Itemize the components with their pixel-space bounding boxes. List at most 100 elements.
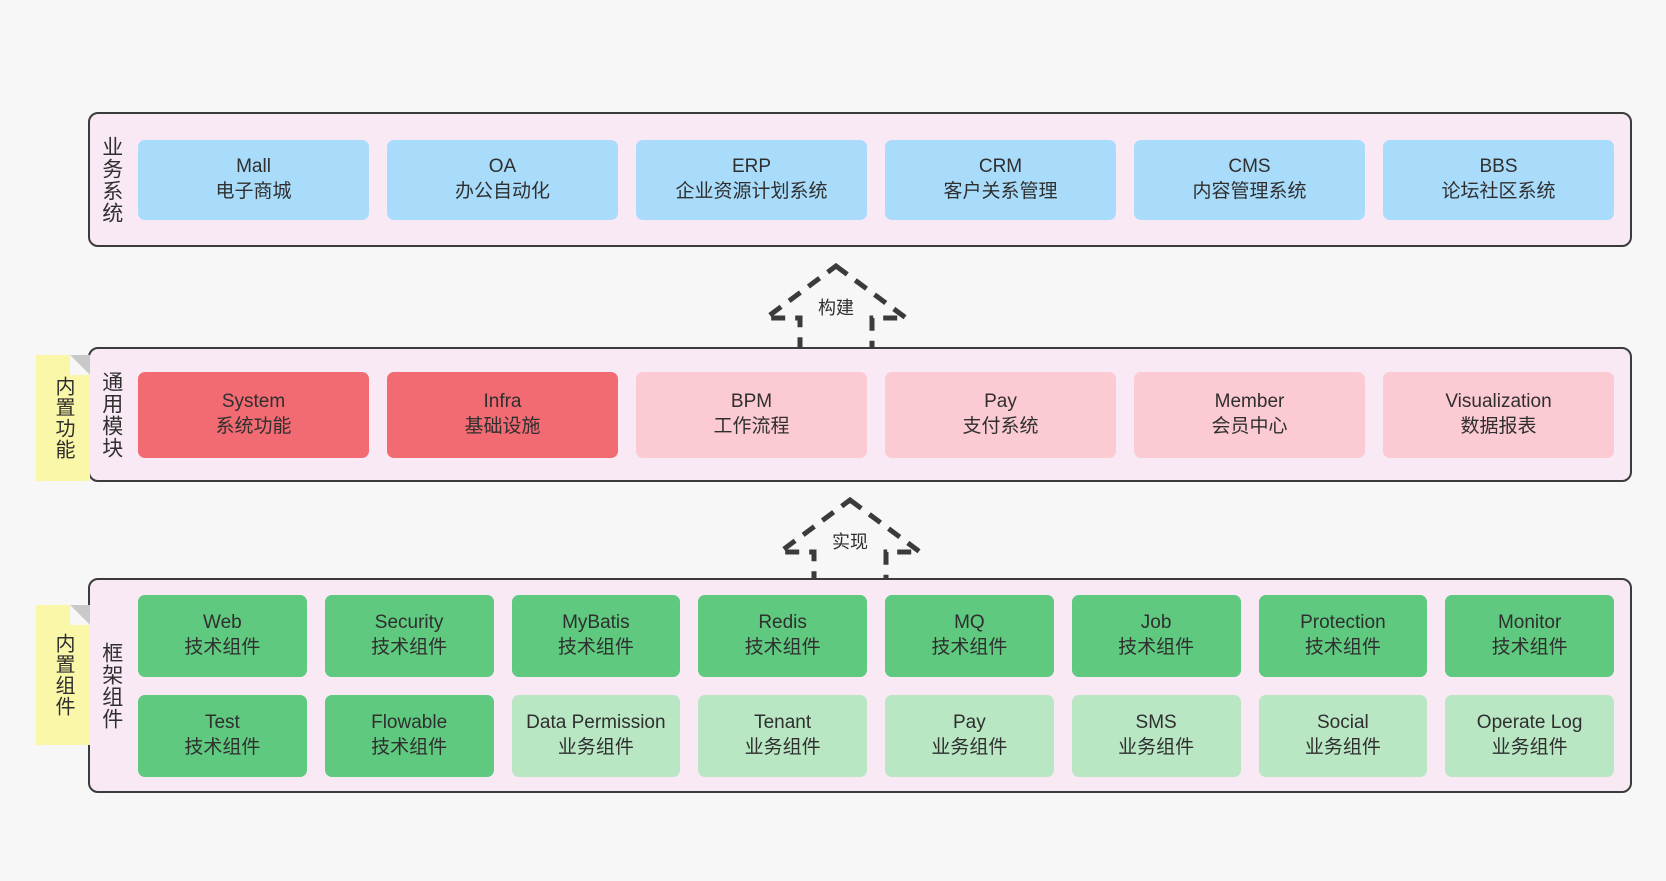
band-body-common-modules: System 系统功能 Infra 基础设施 BPM 工作流程 Pay 支付系统… xyxy=(132,349,1630,480)
card-monitor[interactable]: Monitor 技术组件 xyxy=(1445,594,1614,677)
card-erp[interactable]: ERP 企业资源计划系统 xyxy=(636,139,867,220)
card-flowable[interactable]: Flowable 技术组件 xyxy=(324,694,494,777)
card-pay-component[interactable]: Pay 业务组件 xyxy=(885,694,1054,777)
card-title: Infra xyxy=(483,391,522,413)
card-system[interactable]: System 系统功能 xyxy=(138,371,369,458)
card-subtitle: 技术组件 xyxy=(931,636,1008,658)
card-title: OA xyxy=(488,156,517,178)
card-subtitle: 业务组件 xyxy=(1491,736,1568,758)
card-pay-module[interactable]: Pay 支付系统 xyxy=(885,371,1116,458)
sticky-note-builtin-components: 内置组件 xyxy=(36,605,90,745)
card-title: Security xyxy=(374,612,444,634)
card-title: System xyxy=(221,391,286,413)
card-title: Social xyxy=(1317,712,1369,734)
sticky-note-label: 内置组件 xyxy=(52,633,74,717)
arrow-implement: 实现 xyxy=(770,492,930,592)
card-title: CRM xyxy=(978,156,1023,178)
card-tenant[interactable]: Tenant 业务组件 xyxy=(698,694,867,777)
card-row: Mall 电子商城 OA 办公自动化 ERP 企业资源计划系统 CRM 客户关系… xyxy=(138,139,1614,220)
card-subtitle: 办公自动化 xyxy=(454,180,550,202)
card-subtitle: 技术组件 xyxy=(371,736,448,758)
card-title: Pay xyxy=(953,712,986,734)
band-label-framework-components: 框架组件 xyxy=(99,641,123,730)
card-infra[interactable]: Infra 基础设施 xyxy=(387,371,618,458)
card-subtitle: 支付系统 xyxy=(962,415,1039,437)
card-title: CMS xyxy=(1228,156,1271,178)
arrow-implement-label: 实现 xyxy=(829,528,871,554)
band-label-business-systems: 业务系统 xyxy=(99,135,123,224)
arrow-build-label: 构建 xyxy=(815,294,857,320)
card-subtitle: 业务组件 xyxy=(1118,736,1195,758)
card-web[interactable]: Web 技术组件 xyxy=(138,594,307,677)
band-body-framework-components: Web 技术组件 Security 技术组件 MyBatis 技术组件 Redi… xyxy=(132,580,1630,791)
card-subtitle: 内容管理系统 xyxy=(1192,180,1307,202)
card-operate-log[interactable]: Operate Log 业务组件 xyxy=(1445,694,1614,777)
card-crm[interactable]: CRM 客户关系管理 xyxy=(885,139,1116,220)
card-subtitle: 技术组件 xyxy=(744,636,821,658)
card-visualization[interactable]: Visualization 数据报表 xyxy=(1383,371,1614,458)
card-data-permission[interactable]: Data Permission 业务组件 xyxy=(511,694,681,777)
arrow-build-shape xyxy=(758,262,914,358)
card-sms[interactable]: SMS 业务组件 xyxy=(1071,694,1241,777)
card-title: Web xyxy=(203,612,242,634)
card-subtitle: 基础设施 xyxy=(464,415,541,437)
card-title: Redis xyxy=(758,612,807,634)
card-mall[interactable]: Mall 电子商城 xyxy=(138,139,369,220)
card-subtitle: 业务组件 xyxy=(744,736,821,758)
band-common-modules: 通用模块 System 系统功能 Infra 基础设施 BPM 工作流程 Pay… xyxy=(88,347,1632,482)
card-subtitle: 技术组件 xyxy=(1491,636,1568,658)
card-protection[interactable]: Protection 技术组件 xyxy=(1258,594,1428,677)
card-title: BPM xyxy=(730,391,773,413)
card-mybatis[interactable]: MyBatis 技术组件 xyxy=(511,594,681,677)
sticky-note-label: 内置功能 xyxy=(52,376,74,460)
band-framework-components: 框架组件 Web 技术组件 Security 技术组件 MyBatis 技术组件… xyxy=(88,578,1632,793)
card-subtitle: 论坛社区系统 xyxy=(1441,180,1556,202)
card-subtitle: 工作流程 xyxy=(713,415,790,437)
card-row: Web 技术组件 Security 技术组件 MyBatis 技术组件 Redi… xyxy=(138,594,1614,677)
card-title: Data Permission xyxy=(526,712,666,734)
card-title: Pay xyxy=(984,391,1017,413)
card-subtitle: 会员中心 xyxy=(1211,415,1288,437)
card-title: Mall xyxy=(236,156,271,178)
card-title: BBS xyxy=(1479,156,1518,178)
card-cms[interactable]: CMS 内容管理系统 xyxy=(1134,139,1365,220)
band-business-systems: 业务系统 Mall 电子商城 OA 办公自动化 ERP 企业资源计划系统 CRM… xyxy=(88,112,1632,247)
card-row: Test 技术组件 Flowable 技术组件 Data Permission … xyxy=(138,694,1614,777)
card-bbs[interactable]: BBS 论坛社区系统 xyxy=(1383,139,1614,220)
card-subtitle: 技术组件 xyxy=(557,636,634,658)
card-oa[interactable]: OA 办公自动化 xyxy=(387,139,618,220)
card-bpm[interactable]: BPM 工作流程 xyxy=(636,371,867,458)
card-title: Member xyxy=(1214,391,1285,413)
card-title: SMS xyxy=(1135,712,1177,734)
card-subtitle: 电子商城 xyxy=(215,180,292,202)
card-title: MyBatis xyxy=(562,612,630,634)
card-redis[interactable]: Redis 技术组件 xyxy=(698,594,867,677)
card-subtitle: 技术组件 xyxy=(184,736,261,758)
card-title: Flowable xyxy=(371,712,448,734)
card-title: Tenant xyxy=(754,712,812,734)
arrow-implement-shape xyxy=(772,496,928,592)
card-subtitle: 业务组件 xyxy=(557,736,634,758)
card-title: Protection xyxy=(1300,612,1386,634)
card-test[interactable]: Test 技术组件 xyxy=(138,694,307,777)
card-member[interactable]: Member 会员中心 xyxy=(1134,371,1365,458)
arrow-build: 构建 xyxy=(756,258,916,358)
band-label-common-modules: 通用模块 xyxy=(99,370,123,459)
card-title: Job xyxy=(1140,612,1172,634)
card-row: System 系统功能 Infra 基础设施 BPM 工作流程 Pay 支付系统… xyxy=(138,371,1614,458)
card-subtitle: 系统功能 xyxy=(215,415,292,437)
card-title: ERP xyxy=(731,156,772,178)
card-social[interactable]: Social 业务组件 xyxy=(1258,694,1428,777)
fold-corner-cut-icon xyxy=(70,355,90,375)
card-security[interactable]: Security 技术组件 xyxy=(324,594,494,677)
card-subtitle: 技术组件 xyxy=(371,636,448,658)
card-mq[interactable]: MQ 技术组件 xyxy=(885,594,1054,677)
card-subtitle: 技术组件 xyxy=(184,636,261,658)
card-title: Test xyxy=(204,712,240,734)
card-title: MQ xyxy=(954,612,985,634)
card-subtitle: 业务组件 xyxy=(931,736,1008,758)
fold-corner-cut-icon xyxy=(70,605,90,625)
card-job[interactable]: Job 技术组件 xyxy=(1071,594,1241,677)
card-subtitle: 企业资源计划系统 xyxy=(675,180,828,202)
